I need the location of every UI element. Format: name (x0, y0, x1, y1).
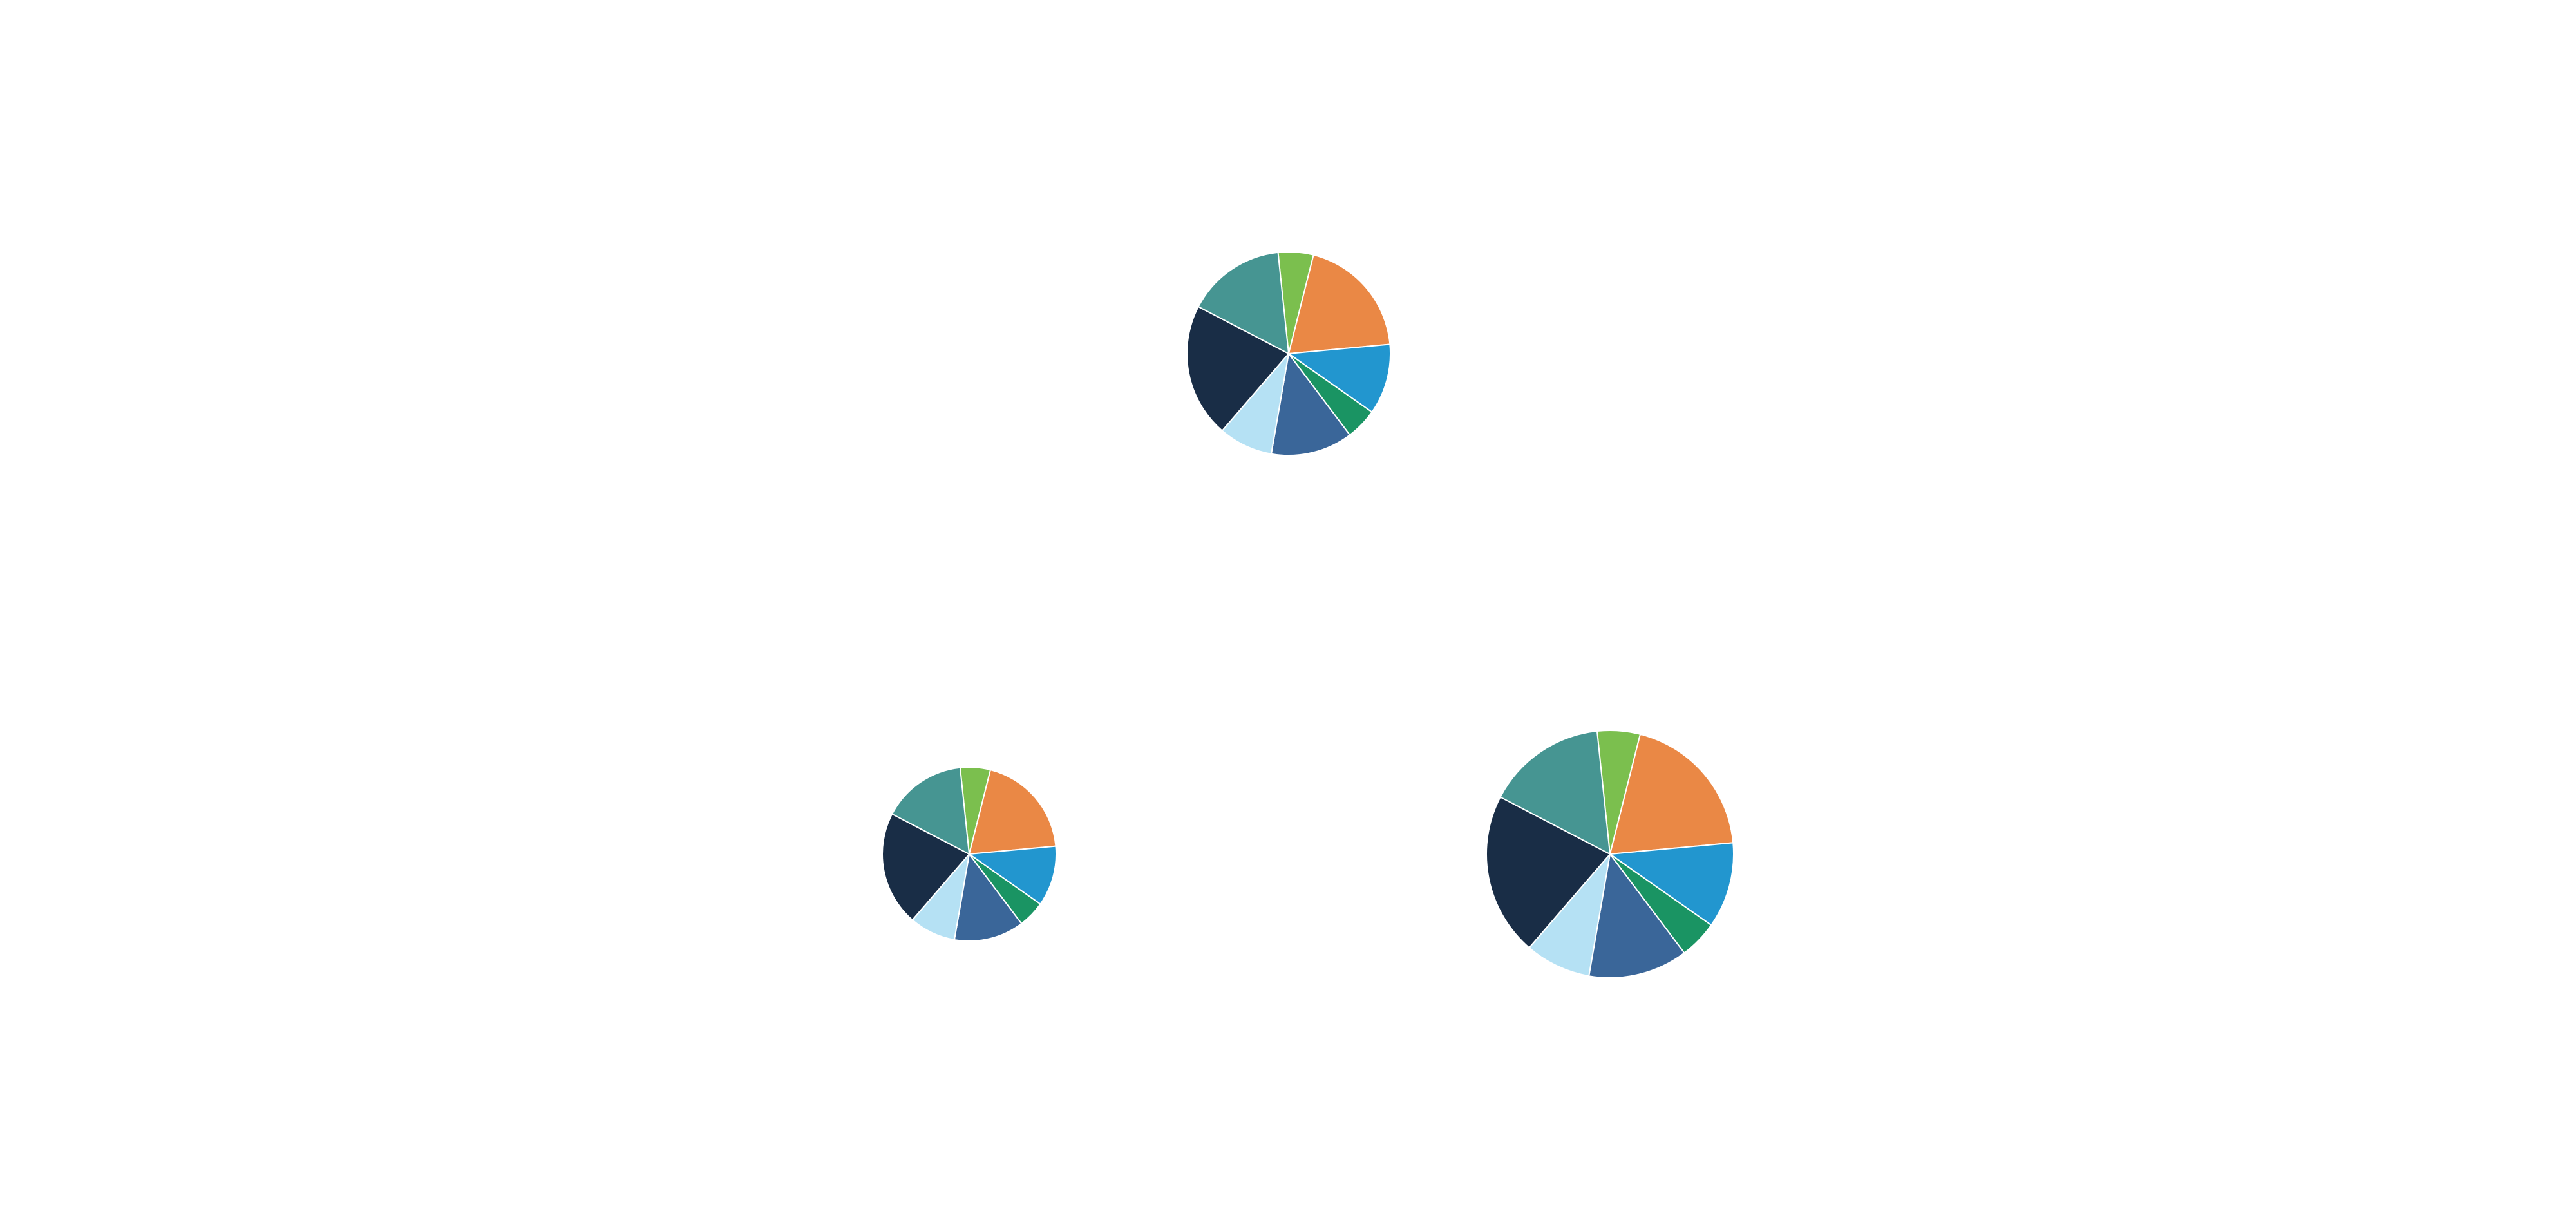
pie-slice-8 (1499, 730, 1611, 855)
pie-chart-top (1186, 251, 1391, 456)
pie-slice-6 (1528, 853, 1611, 977)
pie-slice-8 (1197, 251, 1289, 354)
pie-slice-5 (1588, 853, 1685, 979)
pie-slice-5 (953, 853, 1023, 942)
pie-slice-7 (1486, 796, 1611, 949)
pie-slice-2 (1288, 254, 1391, 354)
pie-chart-bottom-right (1486, 730, 1734, 979)
pie-slice-5 (1271, 353, 1350, 456)
pie-slice-7 (882, 813, 970, 921)
pie-slice-7 (1186, 306, 1289, 432)
pie-slice-3 (1609, 842, 1734, 926)
pie-slice-6 (1221, 353, 1289, 455)
pie-chart-bottom-left (882, 767, 1057, 942)
pie-slice-3 (969, 845, 1057, 905)
pie-slice-3 (1288, 343, 1391, 413)
pie-slice-2 (969, 769, 1057, 855)
pie-slice-8 (891, 767, 970, 855)
pie-slice-2 (1609, 733, 1734, 855)
